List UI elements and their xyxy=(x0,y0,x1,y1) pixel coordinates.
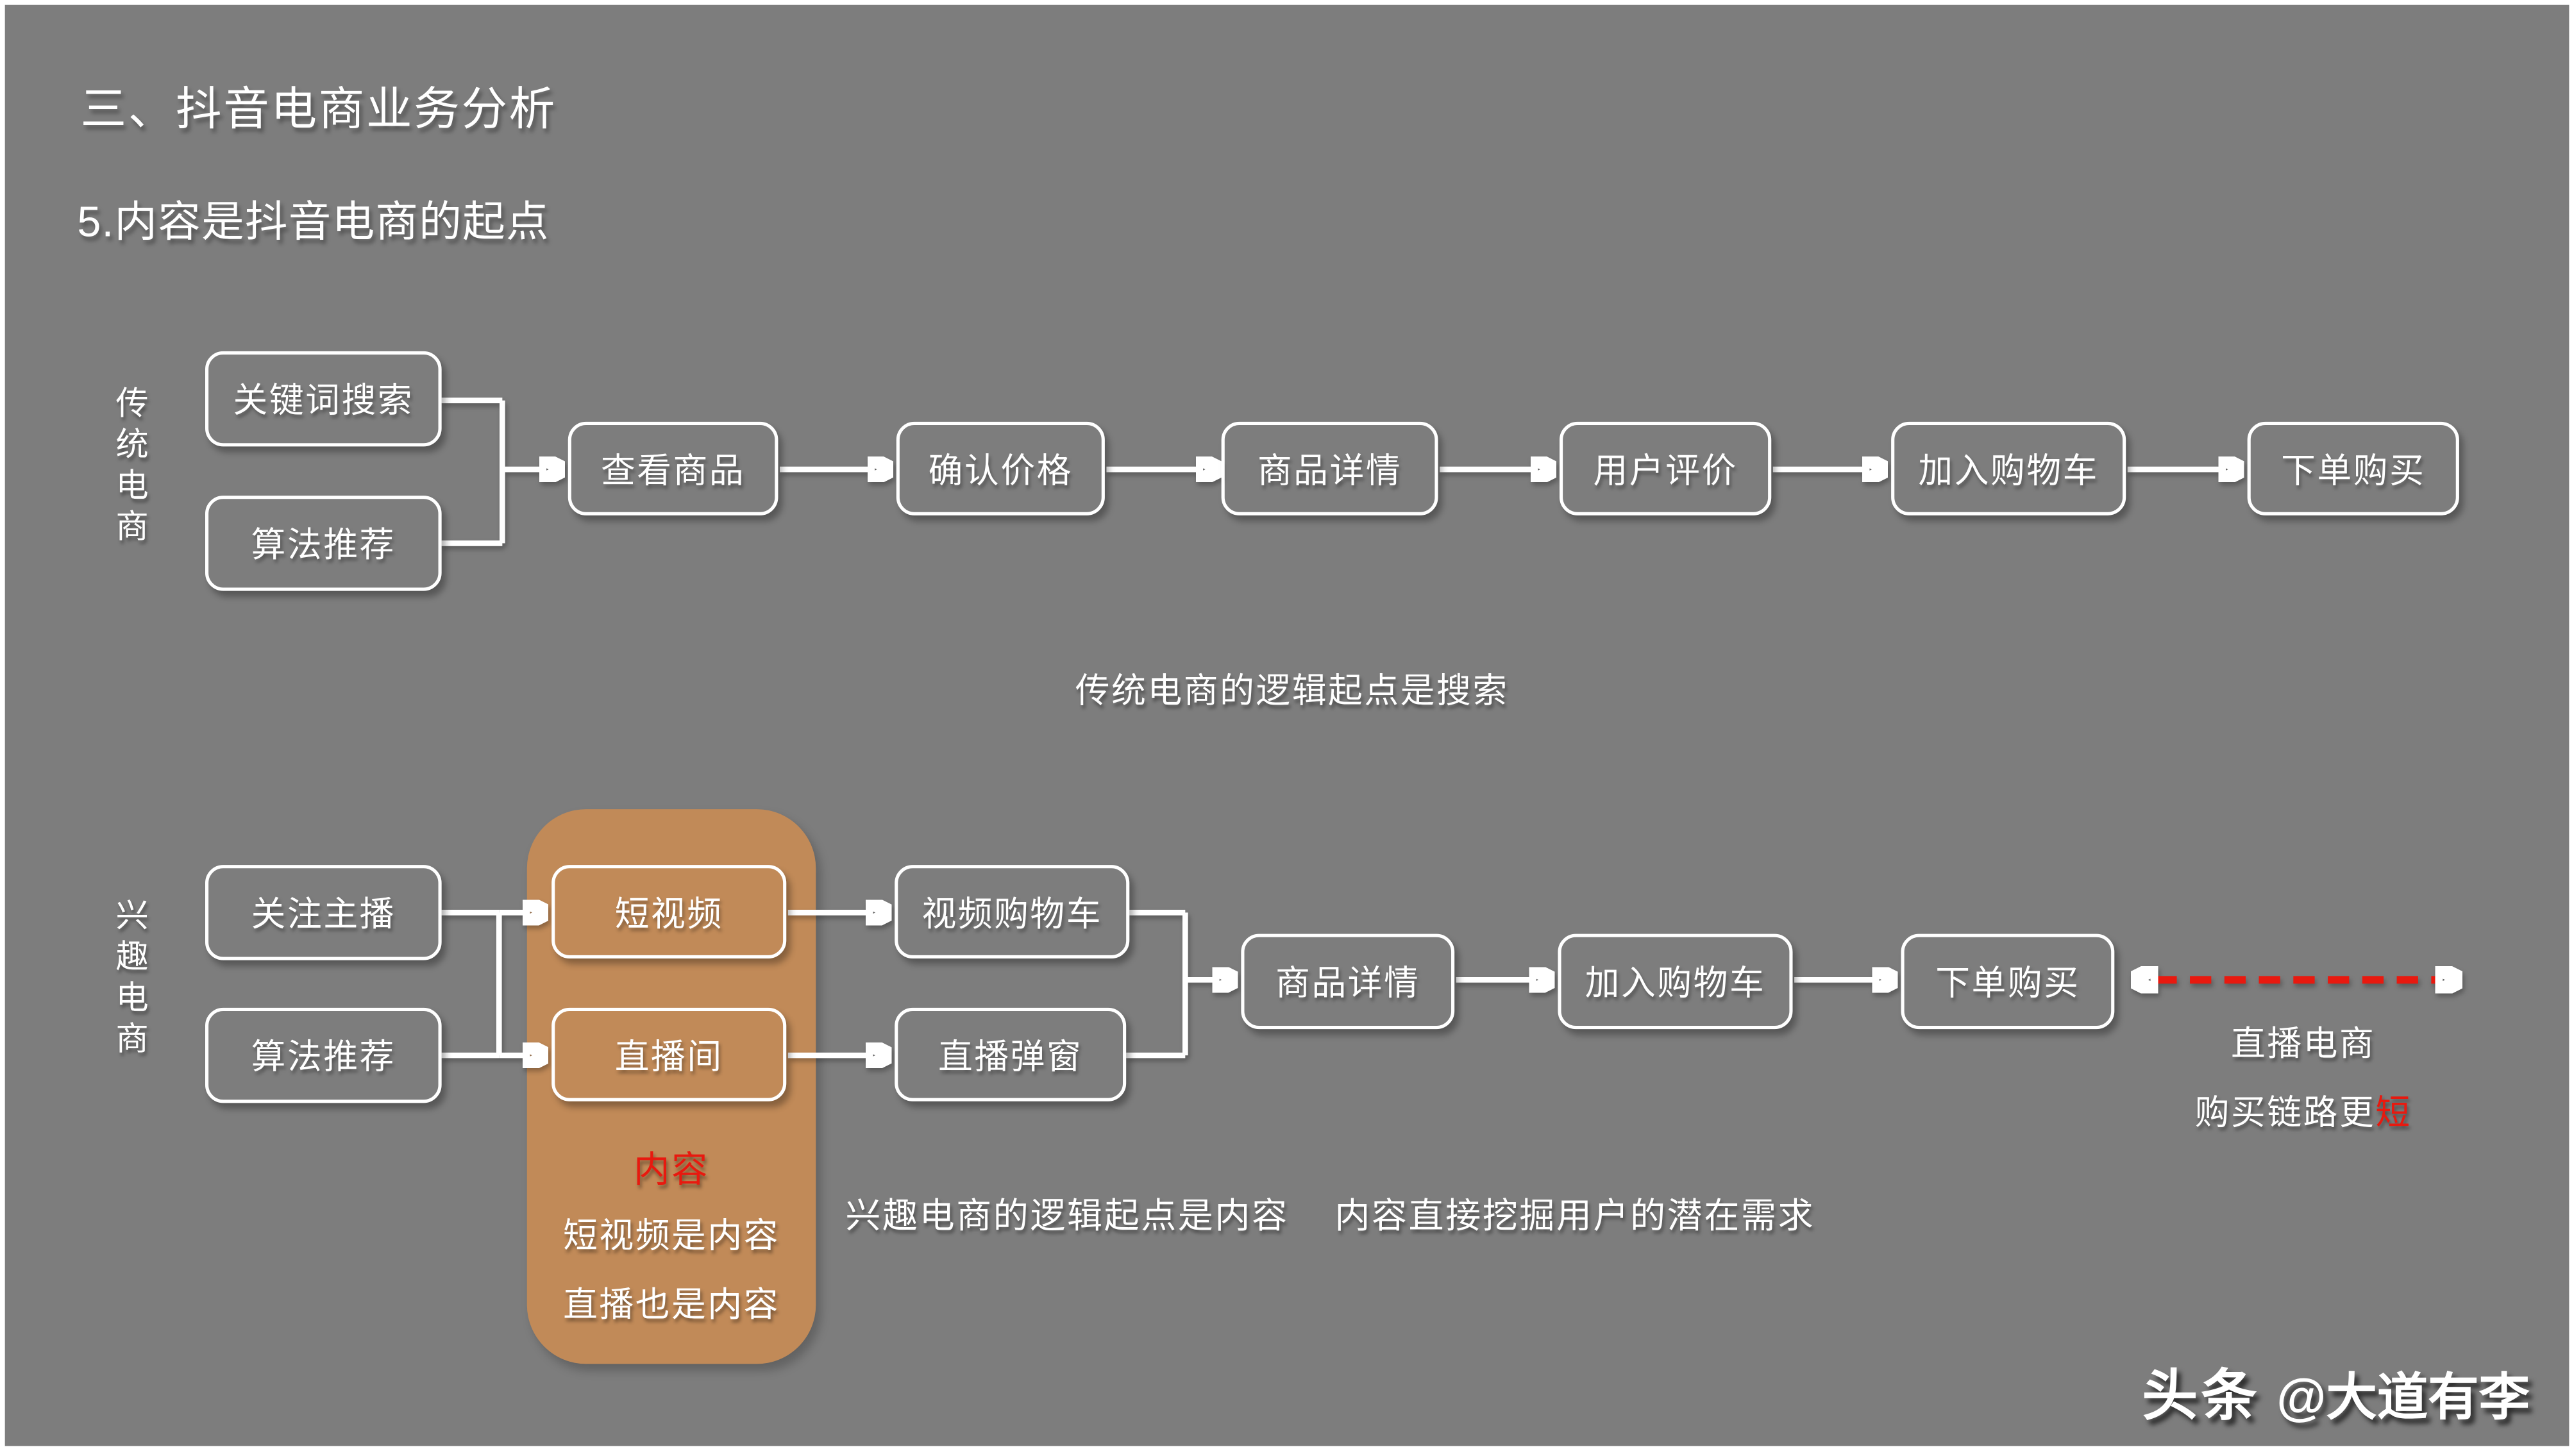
live-commerce-note-prefix: 购买链路更 xyxy=(2194,1094,2376,1133)
box-algorithm-recommend-traditional: 算法推荐 xyxy=(205,496,442,591)
live-commerce-note-emphasis: 短 xyxy=(2375,1094,2412,1133)
box-product-detail-traditional: 商品详情 xyxy=(1221,421,1438,515)
box-place-order-interest: 下单购买 xyxy=(1901,933,2115,1030)
content-highlight-panel xyxy=(526,809,816,1364)
caption-interest: 兴趣电商的逻辑起点是内容 内容直接挖掘用户的潜在需求 xyxy=(845,1188,1815,1239)
traditional-merge-connector xyxy=(441,397,505,546)
live-commerce-note-line1: 直播电商 xyxy=(2231,1026,2376,1064)
box-product-detail-interest: 商品详情 xyxy=(1241,933,1455,1030)
box-place-order-traditional: 下单购买 xyxy=(2247,421,2459,515)
content-panel-note-1: 短视频是内容 xyxy=(563,1218,780,1256)
caption-interest-left: 兴趣电商的逻辑起点是内容 xyxy=(845,1196,1289,1236)
page-title: 三、抖音电商业务分析 xyxy=(80,83,557,135)
box-video-cart: 视频购物车 xyxy=(895,865,1130,959)
box-confirm-price: 确认价格 xyxy=(896,421,1105,515)
box-user-reviews: 用户评价 xyxy=(1560,421,1772,515)
box-short-video: 短视频 xyxy=(551,865,787,959)
watermark-brand: 头条 xyxy=(2142,1365,2260,1428)
row-label-interest: 兴趣电商 xyxy=(110,898,146,1062)
row-label-traditional: 传统电商 xyxy=(110,385,146,550)
watermark-handle: @大道有李 xyxy=(2276,1369,2530,1427)
box-keyword-search: 关键词搜索 xyxy=(205,351,442,447)
content-panel-note-2: 直播也是内容 xyxy=(563,1287,780,1325)
caption-traditional: 传统电商的逻辑起点是搜索 xyxy=(1075,673,1509,711)
box-follow-streamer: 关注主播 xyxy=(205,865,442,960)
page-subtitle: 5.内容是抖音电商的起点 xyxy=(77,197,550,246)
box-add-to-cart-traditional: 加入购物车 xyxy=(1891,421,2126,515)
live-commerce-note-line2: 购买链路更短 xyxy=(2123,1087,2484,1136)
box-live-popup: 直播弹窗 xyxy=(895,1007,1127,1101)
box-add-to-cart-interest: 加入购物车 xyxy=(1558,933,1793,1030)
box-algorithm-recommend-interest: 算法推荐 xyxy=(205,1007,442,1103)
box-live-room: 直播间 xyxy=(551,1007,787,1101)
box-view-product: 查看商品 xyxy=(568,421,778,515)
content-panel-title: 内容 xyxy=(634,1149,709,1190)
cart-merge-connector xyxy=(1126,910,1188,1059)
caption-interest-right: 内容直接挖掘用户的潜在需求 xyxy=(1334,1196,1815,1236)
watermark: 头条 @大道有李 xyxy=(2142,1351,2530,1431)
slide-background: 三、抖音电商业务分析 5.内容是抖音电商的起点 xyxy=(4,4,2570,1446)
interest-merge-connector xyxy=(441,910,502,1059)
